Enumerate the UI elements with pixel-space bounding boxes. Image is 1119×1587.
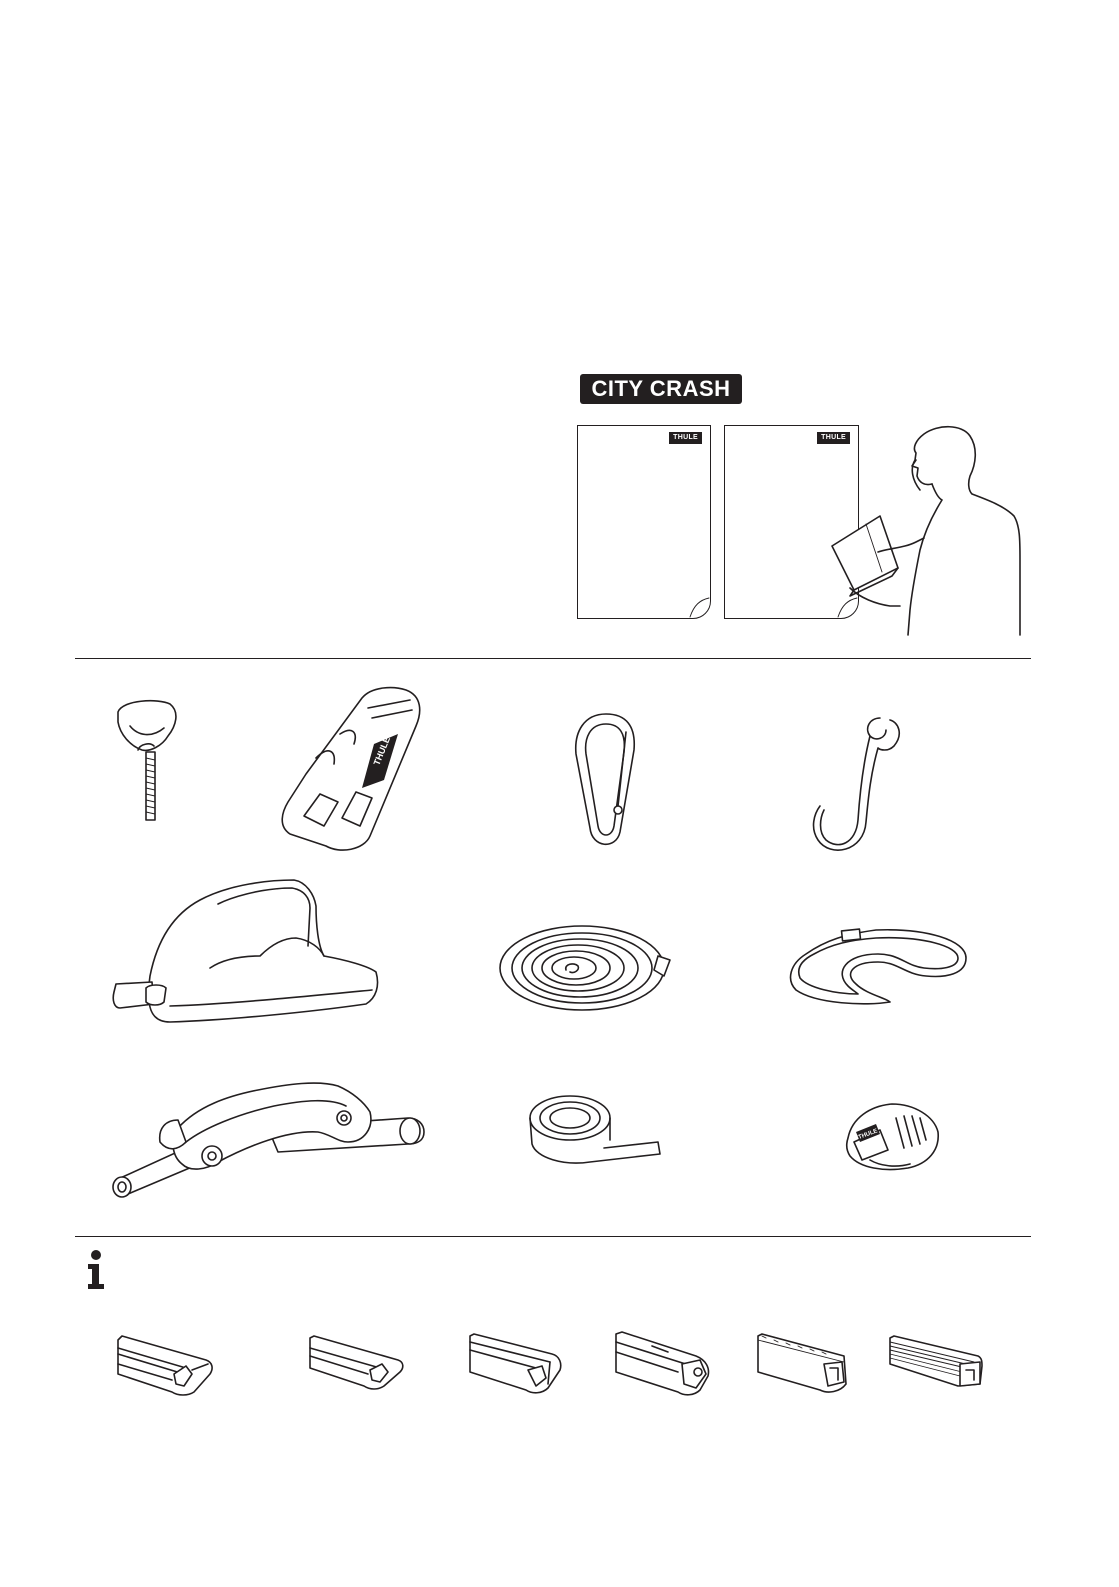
frame-clamp-icon [108,1076,428,1200]
carabiner-icon [568,710,644,854]
coiled-strap-icon [498,920,676,1016]
roof-bar-profile-2 [306,1334,406,1392]
roof-bar-profile-1 [114,1334,216,1398]
roof-bar-profile-5 [754,1332,850,1396]
s-hook-icon [808,710,908,854]
info-icon [84,1250,108,1290]
roof-bar-profile-3 [466,1332,564,1396]
rolled-strap-icon [524,1082,666,1170]
knob-screw-icon [108,696,188,826]
section-divider [75,658,1031,659]
strap-clip-icon: THULE [840,1098,944,1176]
person-reading-illustration [820,420,1030,640]
roof-bar-profile-4 [612,1330,714,1398]
roof-bar-profile-6 [886,1334,984,1388]
section-divider [75,1236,1031,1237]
thule-tool-icon: THULE [276,686,426,854]
bike-mount-icon [110,876,380,1026]
loop-strap-icon [786,924,970,1008]
